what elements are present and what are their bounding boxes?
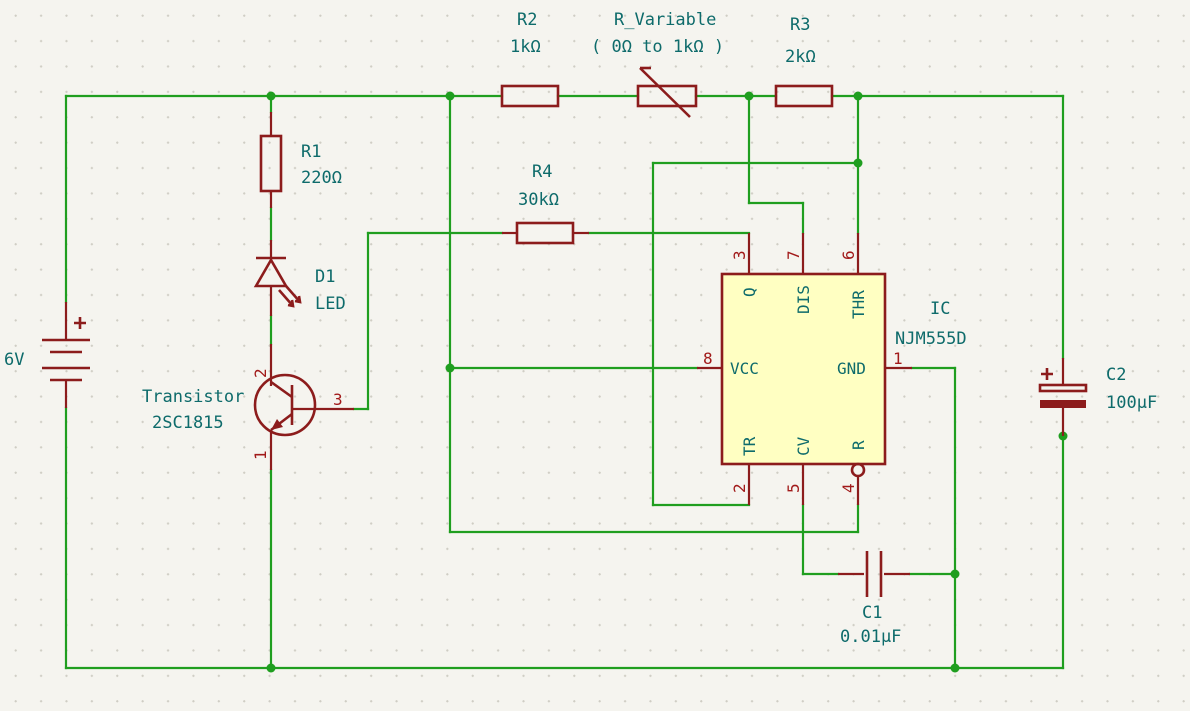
ic-pin-num-gnd: 1 [893,349,903,368]
d1-ref: D1 [315,267,335,287]
reset-inversion-bubble [850,462,866,478]
resistor-r1[interactable]: R1 220Ω [259,112,342,208]
resistor-r2[interactable]: R2 1kΩ [500,10,560,108]
ic-pin-num-vcc: 8 [703,349,713,368]
ic-pin-name-cv: CV [794,436,813,456]
c1-value: 0.01µF [840,627,901,647]
r1-ref: R1 [301,142,321,162]
junction-dot [853,91,863,101]
d1-value: LED [315,294,346,314]
junction-dot [950,569,960,579]
ic-pin-num-q: 3 [730,250,749,260]
junction-dot [744,91,754,101]
ic-555[interactable]: 3 7 6 8 1 2 5 4 Q DIS THR VCC GND TR CV … [697,233,967,505]
junction-dot [950,663,960,673]
ic-ref: IC [930,299,950,319]
plus-icon [74,317,86,329]
ic-pin-num-thr: 6 [839,250,858,260]
c2-value: 100µF [1106,393,1157,413]
q1-pin-base: 3 [333,390,343,409]
ic-pin-name-gnd: GND [837,359,866,378]
light-emission-arrow-icon [285,285,302,304]
led-d1[interactable]: D1 LED [253,240,346,316]
junction-dot [853,158,863,168]
r2-value: 1kΩ [510,37,541,57]
ic-pin-num-r: 4 [839,483,858,493]
junction-dot [266,91,276,101]
ic-pin-num-cv: 5 [784,483,803,493]
q1-pin-collector: 2 [251,368,270,378]
light-emission-arrow-icon [278,289,295,308]
variable-resistor-rv[interactable]: R_Variable ( 0Ω to 1kΩ ) [591,10,724,118]
resistor-r3[interactable]: R3 2kΩ [774,15,834,108]
r2-ref: R2 [517,10,537,30]
junction-dot [445,363,455,373]
rv-value: ( 0Ω to 1kΩ ) [591,37,724,57]
ic-pin-name-q: Q [740,287,759,297]
capacitor-c2[interactable]: C2 100µF [1038,358,1157,436]
c2-positive-plate [1038,383,1088,393]
junction-dot [445,91,455,101]
q1-value: 2SC1815 [152,413,224,433]
ic-pin-name-r: R [849,440,868,450]
resistor-r4[interactable]: R4 30kΩ [502,162,589,245]
r1-value: 220Ω [301,168,342,188]
c2-negative-plate [1040,400,1086,408]
c2-ref: C2 [1106,365,1126,385]
c1-ref: C1 [862,603,882,623]
r3-ref: R3 [790,15,810,35]
r3-value: 2kΩ [785,47,816,67]
ic-pin-name-vcc: VCC [730,359,759,378]
rv-ref: R_Variable [614,10,716,30]
transistor-q1[interactable]: 2 3 1 Transistor 2SC1815 [142,344,354,470]
battery-value: 6V [4,350,24,370]
wires [64,94,1065,670]
q1-ref: Transistor [142,387,244,407]
r4-ref: R4 [532,162,552,182]
junction-dot [266,663,276,673]
junctions [266,91,1068,673]
battery-symbol[interactable]: 6V [4,302,90,408]
ic-pin-name-thr: THR [849,290,868,319]
ic-value: NJM555D [895,329,967,349]
ic-body [720,272,887,466]
ic-pin-name-tr: TR [740,436,759,456]
q1-pin-emitter: 1 [251,450,270,460]
r4-value: 30kΩ [518,190,559,210]
ic-pin-num-tr: 2 [730,483,749,493]
ic-pin-name-dis: DIS [794,285,813,314]
plus-icon [1041,368,1053,380]
ic-pin-num-dis: 7 [784,250,803,260]
capacitor-c1[interactable]: C1 0.01µF [838,551,910,647]
